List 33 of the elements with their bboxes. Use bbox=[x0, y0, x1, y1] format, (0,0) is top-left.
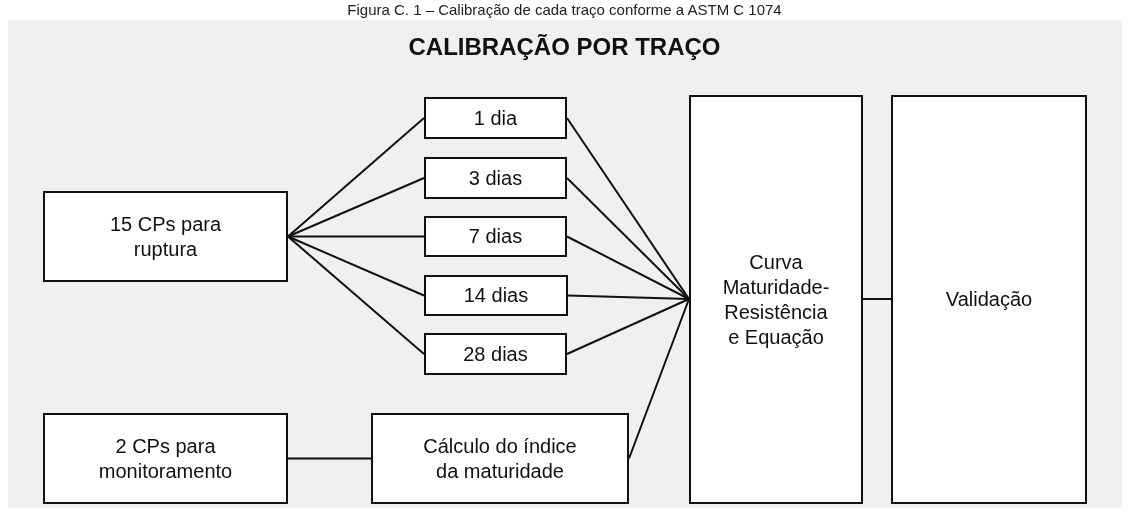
process-box bbox=[689, 95, 863, 504]
box-label: Curva Maturidade-Resistência e Equação bbox=[722, 249, 830, 350]
box-label: Validação bbox=[945, 287, 1033, 312]
box-label: 7 dias bbox=[468, 224, 523, 249]
process-box bbox=[424, 216, 567, 257]
process-box bbox=[43, 191, 288, 282]
connector-line bbox=[287, 117, 425, 238]
process-box bbox=[43, 413, 288, 504]
box-label: 15 CPs para ruptura bbox=[108, 211, 223, 262]
connector-line bbox=[566, 298, 690, 355]
box-label: 28 dias bbox=[463, 341, 528, 367]
diagram-title: CALIBRAÇÃO POR TRAÇO bbox=[408, 33, 721, 61]
process-box bbox=[424, 275, 568, 316]
process-box bbox=[371, 413, 629, 504]
box-label: 3 dias bbox=[468, 165, 523, 191]
process-box bbox=[424, 157, 567, 199]
process-box bbox=[891, 95, 1087, 504]
box-label: 14 dias bbox=[463, 283, 529, 308]
connector-line bbox=[566, 235, 690, 300]
connector-line bbox=[566, 177, 690, 300]
process-box bbox=[424, 333, 567, 375]
connector-line bbox=[566, 117, 690, 300]
box-label: Cálculo do índice da maturidade bbox=[422, 433, 578, 484]
connector-line bbox=[287, 457, 372, 460]
connector-line bbox=[862, 298, 892, 300]
figure-caption: Figura C. 1 – Calibração de cada traço conforme a ASTM C 1074 bbox=[347, 1, 782, 18]
process-box bbox=[424, 97, 567, 139]
connector-line bbox=[287, 177, 425, 238]
connector-line bbox=[287, 235, 425, 297]
connector-line bbox=[287, 235, 425, 355]
connector-line bbox=[567, 294, 690, 300]
box-label: 1 dia bbox=[473, 105, 518, 131]
box-label: 2 CPs para monitoramento bbox=[97, 433, 234, 484]
